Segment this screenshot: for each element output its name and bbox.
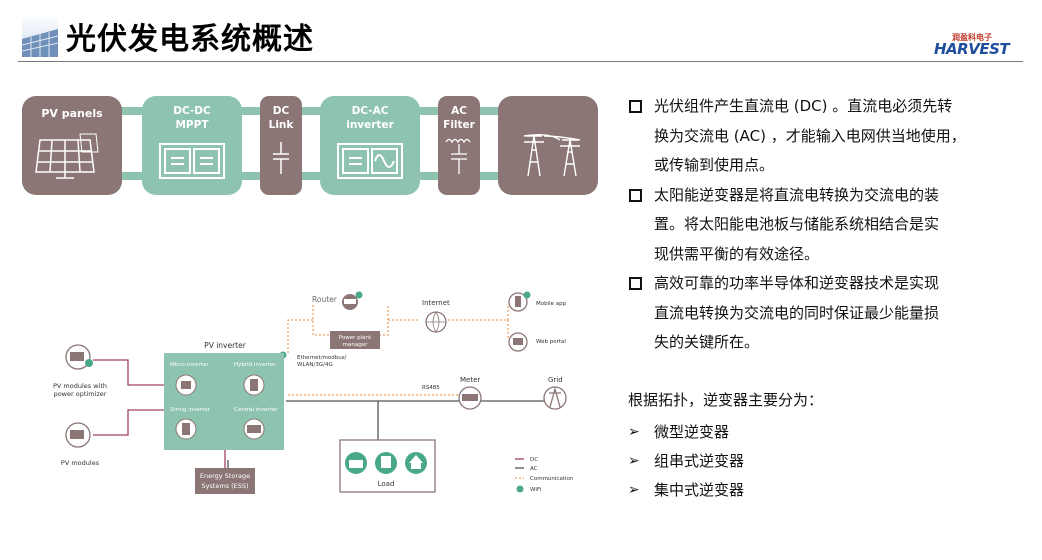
grid-tower-block	[498, 96, 598, 195]
grid-label: Grid	[548, 376, 563, 384]
svg-text:Systems (ESS): Systems (ESS)	[201, 482, 248, 490]
dc-symbol-icon	[342, 148, 369, 174]
svg-text:AC: AC	[451, 105, 467, 117]
bullet-item: 光伏组件产生直流电 (DC) 。直流电必须先转 换为交流电 (AC) ，才能输入…	[628, 92, 1028, 181]
ac-filter-block: AC Filter	[438, 96, 480, 195]
pv-modules-optimizer-label: PV modules with	[53, 382, 107, 390]
legend-dc: DC	[530, 457, 538, 463]
micro-inverter-label: Micro-inverter	[170, 362, 209, 368]
legend-wifi: WiFi	[530, 487, 542, 493]
legend-communication: Communication	[530, 476, 574, 482]
inverter-type-item: ➢集中式逆变器	[628, 476, 744, 505]
inductor-capacitor-icon	[445, 138, 471, 174]
hybrid-inverter-label: Hybrid inverter	[234, 362, 276, 368]
svg-text:inverter: inverter	[346, 119, 394, 131]
topology-summary: 根据拓扑，逆变器主要分为：	[628, 391, 824, 409]
wifi-icon	[355, 291, 363, 299]
router-label: Router	[312, 295, 338, 304]
ethernet-label: Ethernet/modbus/	[297, 355, 347, 361]
load-label: Load	[378, 480, 395, 488]
web-portal-label: Web portal	[536, 339, 566, 345]
solar-panel-photo-icon	[22, 15, 58, 57]
pv-system-diagram: Router Power plant manager Internet Mobi…	[53, 291, 574, 494]
capacitor-icon	[273, 142, 289, 174]
inverter-glyphs	[181, 379, 261, 435]
pv-panels-label: PV panels	[41, 107, 103, 120]
checkbox-bullet-icon	[629, 188, 642, 202]
arrow-bullet-icon: ➢	[628, 482, 640, 498]
arrow-bullet-icon: ➢	[628, 453, 640, 469]
bullet-item: 太阳能逆变器是将直流电转换为交流电的装 置。将太阳能电池板与储能系统相结合是实 …	[628, 181, 1028, 270]
legend-ac: AC	[530, 466, 538, 472]
power-plant-manager-label: Power plant	[339, 335, 372, 341]
dc-symbol-icon	[193, 148, 220, 174]
inverter-type-list: ➢微型逆变器 ➢组串式逆变器 ➢集中式逆变器	[628, 418, 744, 505]
dc-dc-label: DC-DC	[173, 105, 211, 117]
ess-label: Energy Storage	[200, 472, 250, 480]
power-plant-manager-box	[330, 331, 380, 349]
dc-link-block: DC Link	[260, 96, 302, 195]
dc-symbol-icon	[164, 148, 191, 174]
diagram-legend: DC AC Communication WiFi	[515, 457, 574, 493]
slide-header: 光伏发电系统概述 润盈科电子 HARVEST	[0, 0, 1042, 66]
ac-sine-icon	[371, 148, 398, 174]
central-inverter-label: Central inverter	[234, 407, 278, 413]
pv-inverter-label: PV inverter	[204, 341, 247, 350]
logo-chinese-text: 润盈科电子	[952, 33, 992, 42]
bullet-item: 高效可靠的功率半导体和逆变器技术是实现 直流电转换为交流电的同时保证最少能量损 …	[628, 269, 1028, 358]
checkbox-bullet-icon	[629, 277, 642, 290]
svg-text:power optimizer: power optimizer	[54, 390, 107, 398]
dc-lines	[93, 359, 164, 436]
power-conversion-block-diagram: PV panels DC-DC MPPT DC Link DC-AC	[22, 96, 598, 195]
logo-english-text: HARVEST	[934, 40, 1010, 58]
svg-text:Link: Link	[269, 119, 295, 131]
svg-text:Filter: Filter	[443, 119, 476, 131]
string-inverter-label: String inverter	[170, 407, 211, 413]
pv-modules-label: PV modules	[61, 459, 100, 467]
communication-lines	[287, 305, 509, 396]
mppt-label: MPPT	[175, 119, 209, 131]
inverter-type-item: ➢组串式逆变器	[628, 447, 744, 476]
svg-text:manager: manager	[343, 342, 368, 348]
page-title: 光伏发电系统概述	[66, 22, 314, 57]
overview-bullets: 光伏组件产生直流电 (DC) 。直流电必须先转 换为交流电 (AC) ，才能输入…	[628, 92, 1028, 358]
router-icon	[342, 291, 363, 310]
header-divider	[18, 61, 1023, 62]
checkbox-bullet-icon	[629, 100, 642, 113]
inverter-icons	[175, 374, 265, 440]
dc-dc-mppt-block: DC-DC MPPT	[142, 96, 242, 195]
harvest-logo: 润盈科电子 HARVEST	[934, 33, 1010, 59]
internet-label: Internet	[422, 299, 450, 307]
rs485-label: RS485	[422, 385, 440, 391]
mobile-app-label: Mobile app	[536, 301, 567, 307]
meter-label: Meter	[460, 376, 480, 384]
inverter-type-item: ➢微型逆变器	[628, 418, 744, 447]
svg-text:DC: DC	[273, 105, 290, 117]
ess-box	[195, 468, 255, 494]
solar-panel-icon	[35, 133, 99, 179]
dc-ac-inverter-block: DC-AC inverter	[320, 96, 420, 195]
svg-text:WLAN/3G/4G: WLAN/3G/4G	[297, 362, 333, 368]
arrow-bullet-icon: ➢	[628, 424, 640, 440]
pv-panels-block: PV panels	[22, 96, 122, 195]
svg-text:DC-AC: DC-AC	[352, 105, 389, 117]
transmission-tower-icon	[523, 133, 581, 177]
